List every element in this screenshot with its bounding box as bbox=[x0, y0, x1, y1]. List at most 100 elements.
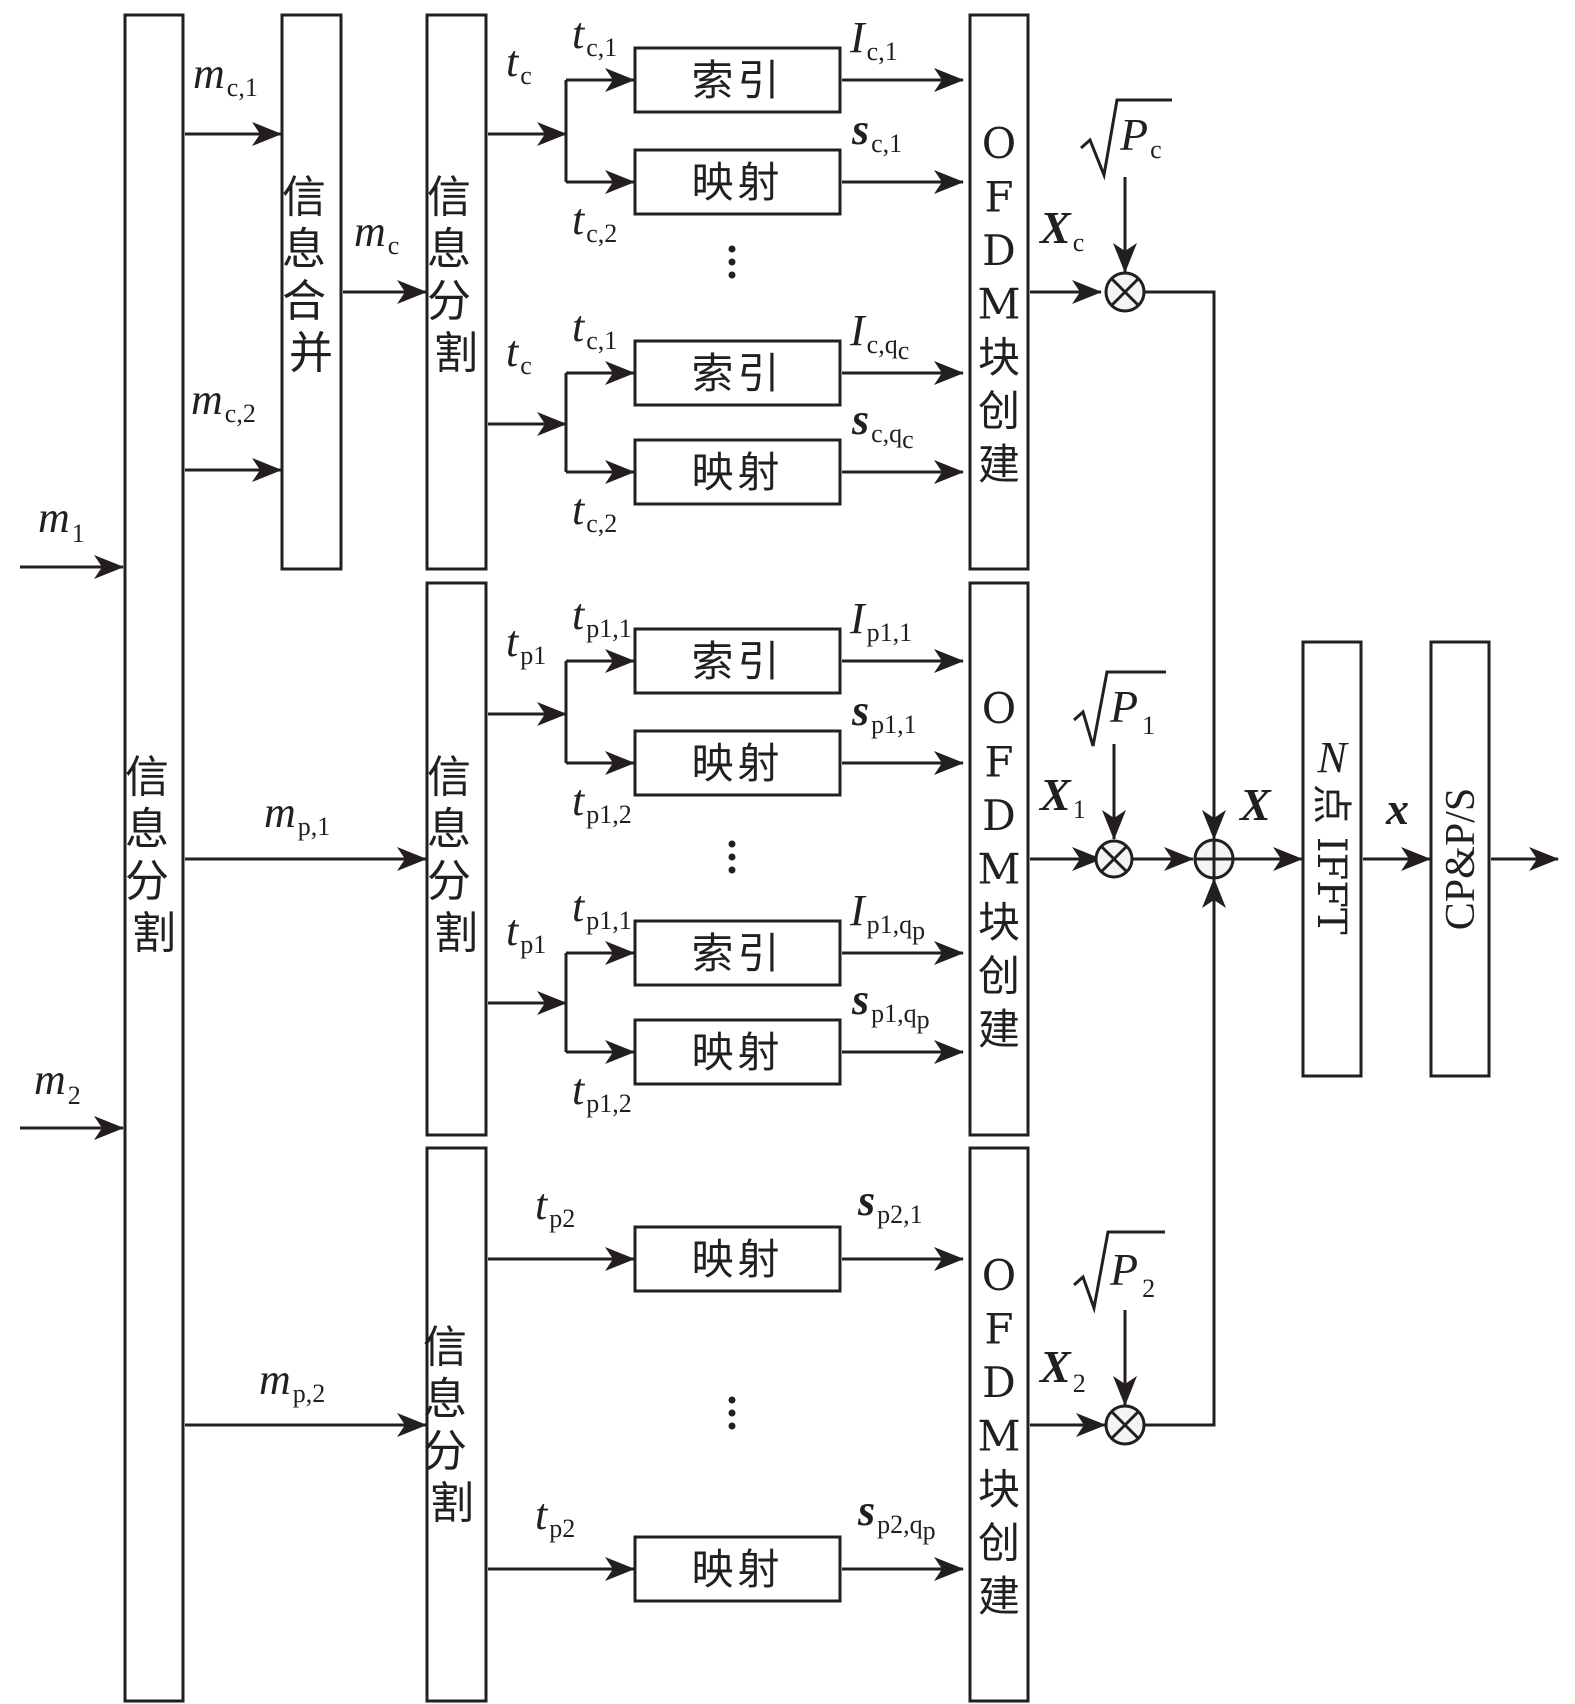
t1-label-c-qc: tc,1 bbox=[572, 302, 617, 355]
cp-ps-block bbox=[1429, 640, 1491, 1078]
s-label-c-1: sc,1 bbox=[851, 105, 902, 158]
ofdm-c-block bbox=[968, 13, 1030, 571]
svg-text:P2: P2 bbox=[1109, 1244, 1155, 1303]
split-p2-label: 信 息 分 割 bbox=[423, 1322, 481, 1529]
I-label-p1-1: Ip1,1 bbox=[849, 594, 912, 647]
index-block-c-qc-label: 索引 bbox=[691, 349, 783, 398]
t-label-p1-qp: tp1 bbox=[506, 906, 546, 959]
ellipsis-p2 bbox=[728, 1409, 736, 1417]
t-label-p2-1: tp2 bbox=[535, 1180, 575, 1233]
svg-text:Pc: Pc bbox=[1119, 109, 1162, 164]
split-c-label: 信 息 分 割 bbox=[427, 172, 485, 379]
mapping-block-p2-qp bbox=[633, 1535, 842, 1603]
ellipsis-c bbox=[728, 245, 736, 253]
p2-to-sum-wire bbox=[1144, 878, 1226, 1427]
index-block-c-1-label: 索引 bbox=[691, 56, 783, 105]
x1-label: X1 bbox=[1038, 769, 1086, 824]
t1-label-p1-qp: tp1,1 bbox=[572, 882, 632, 935]
index-block-p1-qp-label: 索引 bbox=[691, 929, 783, 978]
mapping-block-p1-1 bbox=[633, 729, 842, 797]
ifft-label: 点 IFFT bbox=[1308, 784, 1354, 935]
ifft-n-label: N bbox=[1316, 733, 1349, 782]
s-label-p1-qp: sp1,qp bbox=[851, 975, 930, 1034]
I-label-c-qc: Ic,qc bbox=[849, 306, 909, 365]
mapping-block-p1-qp-label: 映射 bbox=[691, 1028, 783, 1077]
multiply-p2-icon bbox=[1104, 1404, 1146, 1446]
input-m1-label: m1 bbox=[38, 493, 85, 548]
merge-label: 信 息 合 并 bbox=[282, 172, 340, 379]
ifft-block bbox=[1301, 640, 1363, 1078]
t-label-p1-1: tp1 bbox=[506, 617, 546, 670]
ellipsis-p2 bbox=[728, 1396, 736, 1404]
multiply-p1-icon bbox=[1094, 839, 1134, 879]
mp2-label: mp,2 bbox=[259, 1355, 325, 1408]
I-label-p1-qp: Ip1,qp bbox=[849, 886, 925, 945]
main-split-block bbox=[123, 13, 185, 1703]
s-label-c-qc: sc,qc bbox=[851, 395, 914, 454]
t2-label-p1-1: tp1,2 bbox=[572, 776, 632, 829]
index-block-p1-qp bbox=[633, 919, 842, 987]
small-x-label: x bbox=[1385, 783, 1409, 834]
branch-groups: 索引映射tctc,1tc,2Ic,1sc,1索引映射tctc,1tc,2Ic,q… bbox=[488, 9, 964, 1603]
multiply-c-icon bbox=[1104, 271, 1146, 313]
mc-label: mc bbox=[354, 207, 399, 260]
merge-block bbox=[280, 13, 343, 571]
mapping-block-p1-1-label: 映射 bbox=[691, 739, 783, 788]
index-block-c-qc bbox=[633, 339, 842, 407]
xc-label: Xc bbox=[1038, 202, 1084, 257]
add-icon bbox=[1193, 838, 1235, 880]
mapping-block-c-qc bbox=[633, 438, 842, 506]
t1-label-p1-1: tp1,1 bbox=[572, 590, 632, 643]
t-label-p2-qp: tp2 bbox=[535, 1490, 575, 1543]
mapping-block-p2-1 bbox=[633, 1225, 842, 1293]
mapping-block-p1-qp bbox=[633, 1018, 842, 1086]
s-label-p1-1: sp1,1 bbox=[851, 686, 917, 739]
main-split-label: 信 息 分 割 bbox=[125, 752, 183, 959]
x-bold-label: X bbox=[1238, 779, 1272, 830]
ellipsis-c bbox=[728, 271, 736, 279]
input-m2-label: m2 bbox=[34, 1055, 81, 1110]
index-block-p1-1 bbox=[633, 627, 842, 695]
mapping-block-c-1 bbox=[633, 148, 842, 216]
t2-label-c-1: tc,2 bbox=[572, 195, 617, 248]
t-label-c-qc: tc bbox=[506, 327, 532, 380]
svg-text:P1: P1 bbox=[1109, 681, 1155, 740]
ellipsis-c bbox=[728, 258, 736, 266]
mapping-block-p2-qp-label: 映射 bbox=[691, 1545, 783, 1594]
split-c-block bbox=[425, 13, 488, 571]
ofdm-p2-block bbox=[968, 1146, 1030, 1703]
ellipsis-p1 bbox=[728, 866, 736, 874]
t-label-c-1: tc bbox=[506, 37, 532, 90]
mapping-block-p2-1-label: 映射 bbox=[691, 1235, 783, 1284]
ellipsis-p2 bbox=[728, 1422, 736, 1430]
ofdm-p1-block bbox=[968, 581, 1030, 1137]
t1-label-c-1: tc,1 bbox=[572, 9, 617, 62]
mc2-label: mc,2 bbox=[191, 375, 256, 428]
x2-label: X2 bbox=[1038, 1341, 1086, 1398]
split-p1-label: 信 息 分 割 bbox=[427, 752, 485, 959]
mp1-label: mp,1 bbox=[264, 788, 330, 841]
mc1-label: mc,1 bbox=[193, 49, 258, 102]
split-p2-block bbox=[425, 1146, 488, 1703]
s-label-p2-1: sp2,1 bbox=[857, 1176, 923, 1229]
I-label-c-1: Ic,1 bbox=[849, 13, 898, 66]
c-to-sum-wire bbox=[1144, 290, 1226, 840]
ellipsis-p1 bbox=[728, 840, 736, 848]
mapping-block-c-qc-label: 映射 bbox=[691, 448, 783, 497]
cp-ps-label: CP&P/S bbox=[1438, 788, 1484, 930]
t2-label-c-qc: tc,2 bbox=[572, 485, 617, 538]
s-label-p2-qp: sp2,qp bbox=[857, 1486, 936, 1545]
t2-label-p1-qp: tp1,2 bbox=[572, 1065, 632, 1118]
index-block-p1-1-label: 索引 bbox=[691, 637, 783, 686]
index-block-c-1 bbox=[633, 46, 842, 114]
mapping-block-c-1-label: 映射 bbox=[691, 158, 783, 207]
sqrt-pc: Pc bbox=[1080, 98, 1172, 181]
ellipsis-p1 bbox=[728, 853, 736, 861]
split-p1-block bbox=[425, 581, 488, 1137]
